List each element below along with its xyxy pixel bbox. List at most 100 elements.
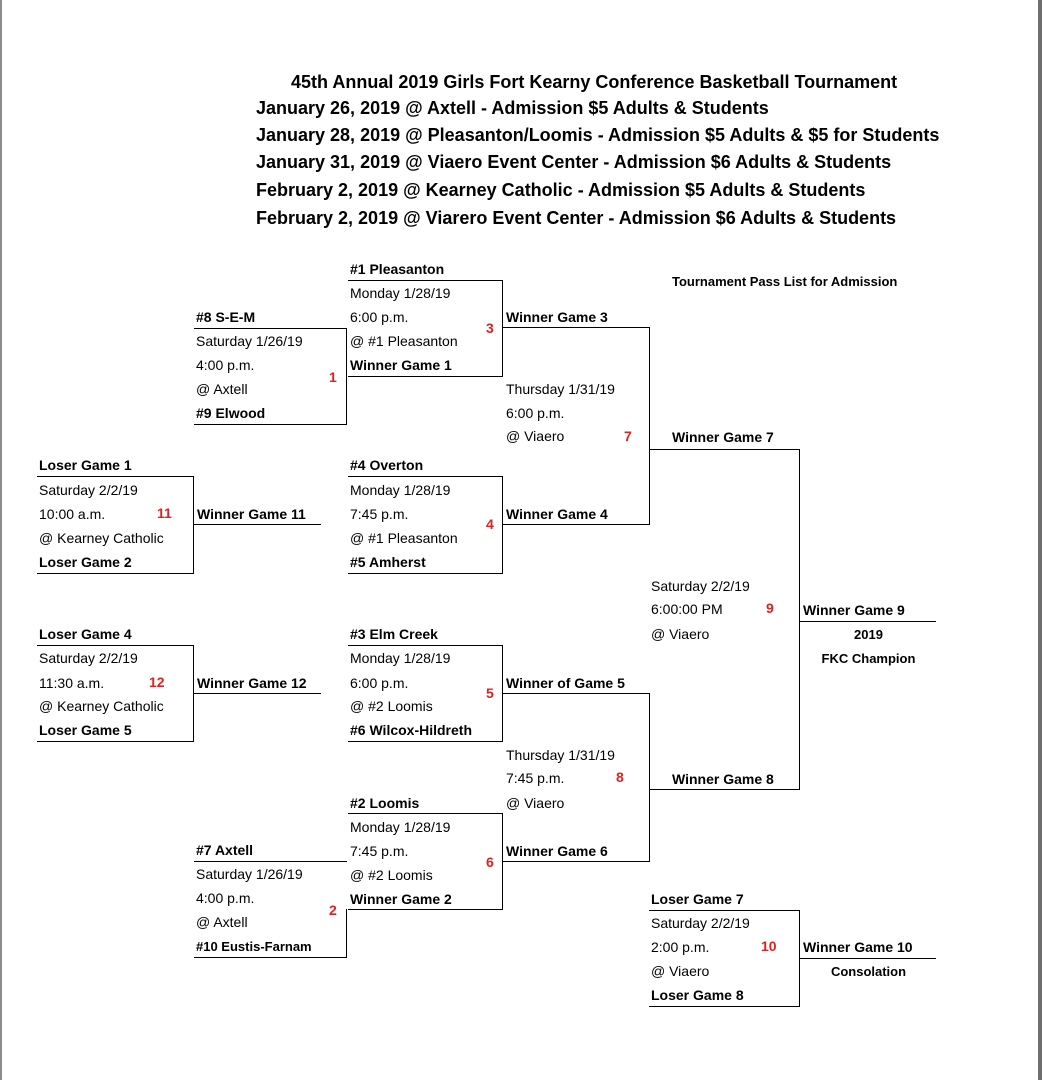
game-6-site: @ #2 Loomis — [350, 867, 433, 883]
game-4-connector — [502, 476, 503, 574]
game-7-bottom-line — [502, 524, 650, 525]
game-3-connector — [502, 280, 503, 377]
game-4-time: 7:45 p.m. — [350, 506, 409, 522]
game-4-team-top: #4 Overton — [350, 457, 424, 473]
game-5-bottom-line — [348, 741, 503, 742]
game-2-site: @ Axtell — [196, 914, 248, 930]
game-7-time: 6:00 p.m. — [506, 405, 565, 421]
game-6-team-bottom: Winner Game 2 — [350, 891, 452, 907]
game-9-date: Saturday 2/2/19 — [651, 578, 750, 594]
game-8-date: Thursday 1/31/19 — [506, 747, 615, 763]
schedule-line-4: February 2, 2019 @ Kearney Catholic - Ad… — [256, 180, 866, 200]
champion-label: FKC Champion — [821, 651, 916, 666]
champion-year: 2019 — [854, 627, 883, 642]
game-12-winner-line — [193, 693, 321, 694]
game-9-connector — [799, 449, 800, 790]
schedule-line-3: January 31, 2019 @ Viaero Event Center -… — [256, 152, 892, 172]
game-7-winner: Winner Game 7 — [672, 429, 774, 445]
game-10-time: 2:00 p.m. — [651, 939, 710, 955]
game-3-top-line — [348, 280, 503, 281]
game-2-connector — [346, 909, 347, 958]
game-1-team-top: #8 S-E-M — [196, 309, 256, 325]
game-9-number: 9 — [766, 600, 774, 616]
game-5-winner: Winner of Game 5 — [506, 675, 625, 691]
game-12-bottom-line — [37, 741, 194, 742]
game-12-top-line — [37, 645, 194, 646]
game-10-winner-line — [799, 958, 936, 959]
schedule-line-2: January 28, 2019 @ Pleasanton/Loomis - A… — [256, 125, 940, 145]
game-2-number: 2 — [329, 902, 337, 918]
schedule-line-1: January 26, 2019 @ Axtell - Admission $5… — [256, 98, 769, 118]
game-5-team-top: #3 Elm Creek — [350, 626, 438, 642]
game-8-time: 7:45 p.m. — [506, 770, 565, 786]
game-5-number: 5 — [486, 685, 494, 701]
game-8-site: @ Viaero — [506, 795, 565, 811]
game-7-site: @ Viaero — [506, 428, 565, 444]
game-11-team-bottom: Loser Game 2 — [39, 554, 132, 570]
game-10-site: @ Viaero — [651, 963, 710, 979]
game-3-bottom-line — [348, 376, 503, 377]
tournament-title: 45th Annual 2019 Girls Fort Kearny Confe… — [291, 72, 898, 92]
game-10-team-bottom: Loser Game 8 — [651, 987, 744, 1003]
game-5-date: Monday 1/28/19 — [350, 650, 451, 666]
game-4-site: @ #1 Pleasanton — [350, 530, 458, 546]
game-11-winner-line — [193, 524, 321, 525]
game-5-time: 6:00 p.m. — [350, 675, 409, 691]
game-5-top-line — [348, 645, 503, 646]
game-9-winner-line — [799, 621, 936, 622]
game-2-time: 4:00 p.m. — [196, 890, 255, 906]
game-12-number: 12 — [149, 674, 165, 690]
game-12-team-bottom: Loser Game 5 — [39, 722, 132, 738]
game-6-top-line — [348, 813, 503, 814]
game-2-team-bottom: #10 Eustis-Farnam — [196, 939, 312, 954]
game-2-team-top: #7 Axtell — [196, 842, 254, 858]
game-1-bottom-line — [194, 424, 347, 425]
game-7-date: Thursday 1/31/19 — [506, 381, 615, 397]
game-8-winner: Winner Game 8 — [672, 771, 774, 787]
game-4-number: 4 — [486, 516, 494, 532]
game-7-number: 7 — [624, 428, 632, 444]
game-12-team-top: Loser Game 4 — [39, 626, 132, 642]
game-4-top-line — [348, 476, 503, 477]
game-10-winner: Winner Game 10 — [803, 939, 913, 955]
game-11-bottom-line — [37, 573, 194, 574]
game-3-winner: Winner Game 3 — [506, 309, 608, 325]
game-9-top-line — [649, 449, 800, 450]
game-10-top-line — [649, 910, 800, 911]
game-6-bottom-line — [348, 909, 503, 910]
game-1-number: 1 — [329, 369, 337, 385]
game-2-date: Saturday 1/26/19 — [196, 866, 303, 882]
game-11-team-top: Loser Game 1 — [39, 457, 132, 473]
game-5-site: @ #2 Loomis — [350, 698, 433, 714]
game-6-number: 6 — [486, 854, 494, 870]
game-12-winner: Winner Game 12 — [197, 675, 307, 691]
game-6-date: Monday 1/28/19 — [350, 819, 451, 835]
consolation-label: Consolation — [830, 964, 907, 979]
game-4-team-bottom: #5 Amherst — [350, 554, 426, 570]
game-7-connector — [649, 327, 650, 525]
game-11-date: Saturday 2/2/19 — [39, 482, 138, 498]
page-border-right — [1038, 0, 1042, 1080]
game-12-time: 11:30 a.m. — [39, 675, 105, 691]
game-9-time: 6:00:00 PM — [651, 601, 723, 617]
game-1-connector — [346, 328, 347, 425]
game-10-date: Saturday 2/2/19 — [651, 915, 750, 931]
game-9-site: @ Viaero — [651, 626, 710, 642]
game-4-bottom-line — [348, 573, 503, 574]
game-1-time: 4:00 p.m. — [196, 357, 255, 373]
game-11-winner: Winner Game 11 — [197, 506, 306, 522]
game-8-top-line — [502, 693, 650, 694]
game-3-time: 6:00 p.m. — [350, 309, 409, 325]
game-12-site: @ Kearney Catholic — [39, 698, 164, 714]
game-10-team-top: Loser Game 7 — [651, 891, 744, 907]
game-8-bottom-line — [502, 861, 650, 862]
game-1-team-bottom: #9 Elwood — [196, 405, 266, 421]
game-7-top-line — [502, 327, 650, 328]
game-3-team-top: #1 Pleasanton — [350, 261, 445, 277]
game-4-winner: Winner Game 4 — [506, 506, 608, 522]
page-border-left — [0, 0, 2, 1080]
game-9-winner: Winner Game 9 — [803, 602, 905, 618]
game-6-winner: Winner Game 6 — [506, 843, 608, 859]
game-11-top-line — [37, 476, 194, 477]
game-2-bottom-line — [194, 957, 347, 958]
